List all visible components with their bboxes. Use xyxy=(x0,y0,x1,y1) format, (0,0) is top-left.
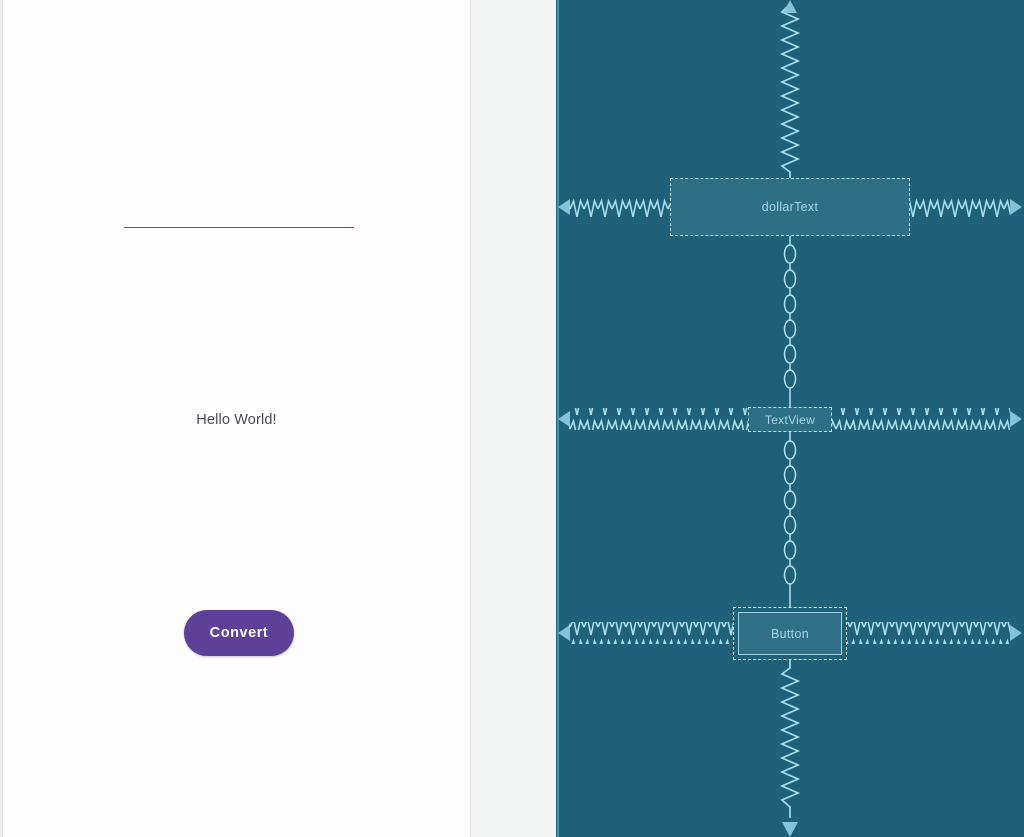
blueprint-widget-label: Button xyxy=(771,626,809,641)
blueprint-surface[interactable]: dollarText TextView Button xyxy=(556,0,1024,837)
selection-inner-border: Button xyxy=(738,612,842,655)
constraint-connections-layer xyxy=(558,0,1022,837)
blueprint-widget-label: TextView xyxy=(764,412,816,427)
blueprint-widget-textview[interactable]: TextView xyxy=(748,407,832,432)
editor-gutter xyxy=(470,0,556,837)
blueprint-widget-dollartext[interactable]: dollarText xyxy=(670,178,910,236)
blueprint-widget-button[interactable]: Button xyxy=(733,607,847,660)
convert-button[interactable]: Convert xyxy=(184,610,294,656)
device-preview-surface: Hello World! Convert xyxy=(3,0,470,837)
gutter-divider xyxy=(470,0,471,837)
dollar-text-input[interactable] xyxy=(124,212,354,228)
hello-world-label: Hello World! xyxy=(196,412,277,428)
blueprint-widget-label: dollarText xyxy=(761,200,819,214)
blueprint-left-guideline xyxy=(557,0,559,837)
